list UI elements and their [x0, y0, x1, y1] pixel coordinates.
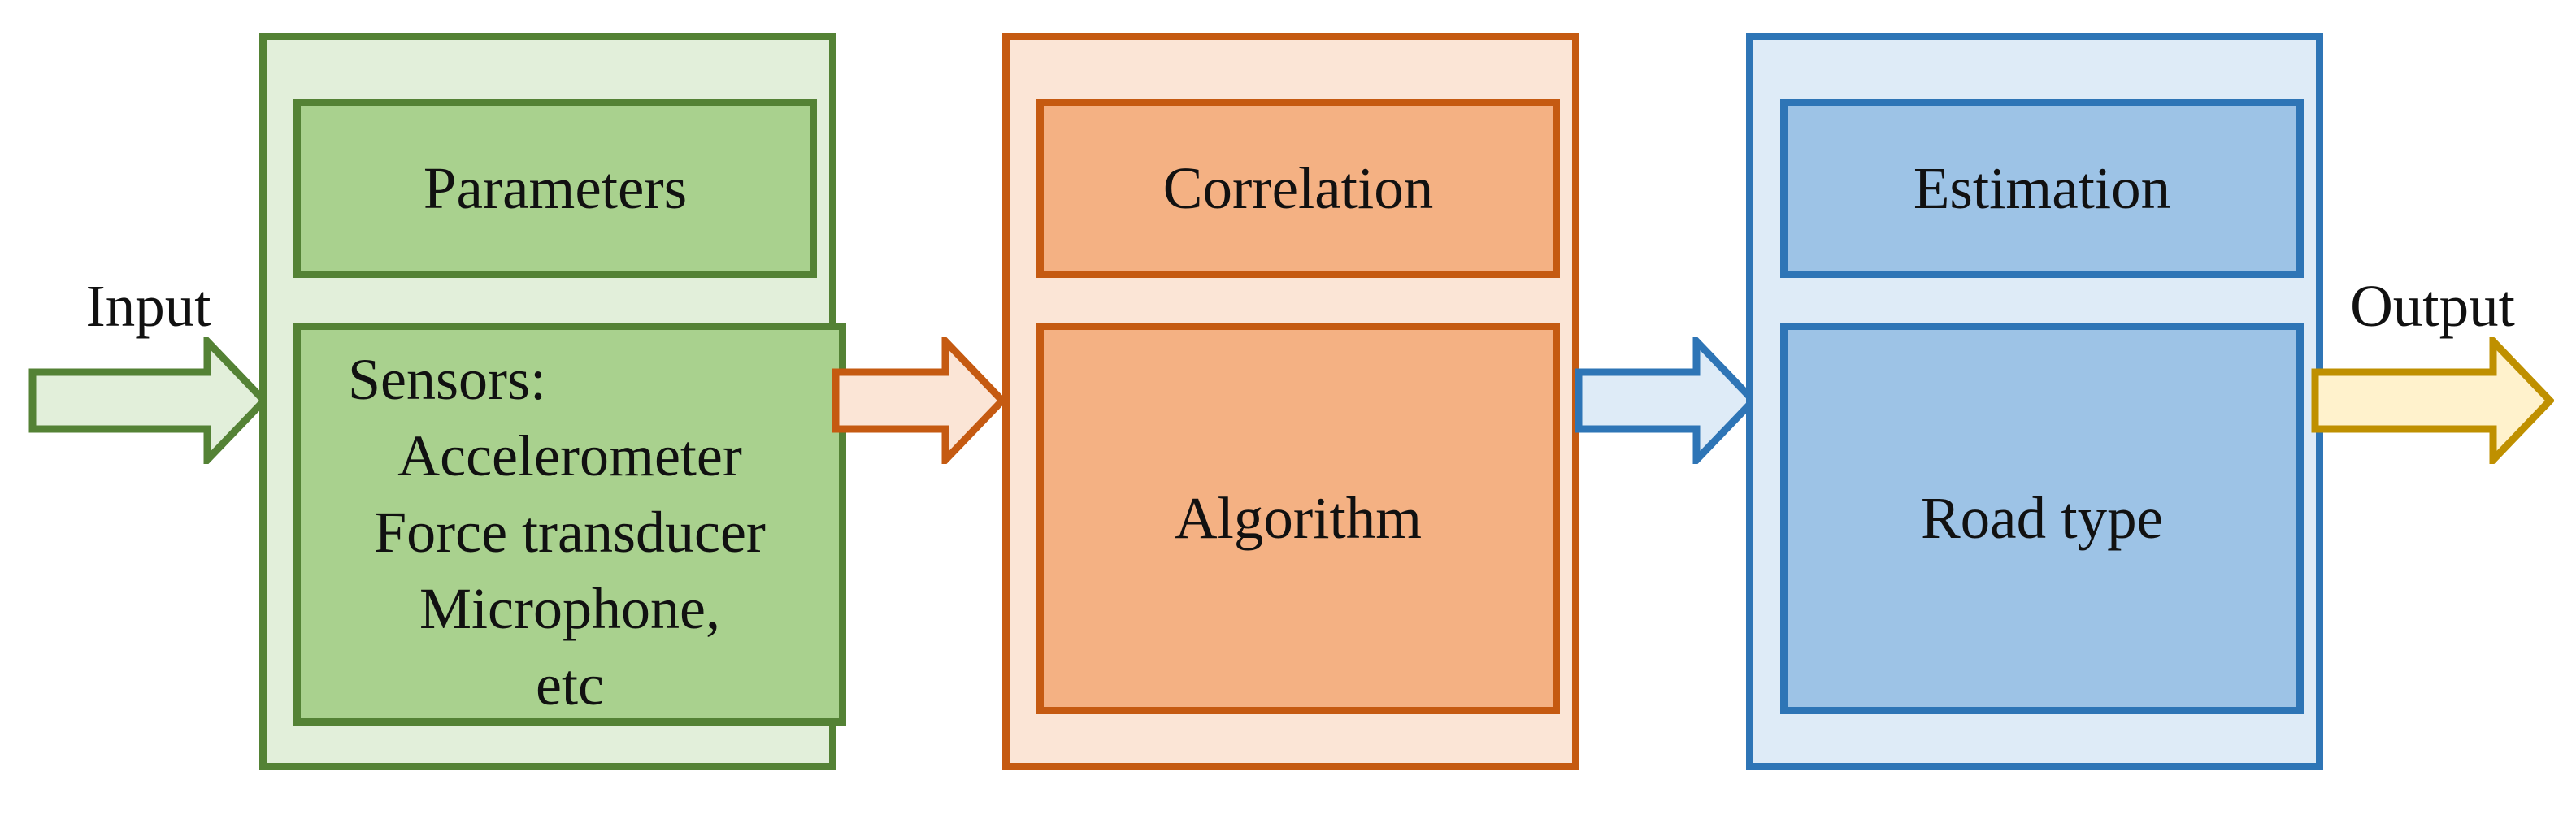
road-type-box: Road type	[1780, 323, 2304, 714]
input-arrow-icon	[28, 337, 268, 464]
block-processing: Correlation Algorithm	[1002, 33, 1579, 770]
correlation-label: Correlation	[1162, 154, 1434, 221]
estimation-label: Estimation	[1913, 154, 2171, 221]
output-arrow-icon	[2311, 337, 2554, 464]
sensors-line: Accelerometer	[397, 423, 742, 488]
input-label: Input	[85, 273, 211, 339]
parameters-label: Parameters	[423, 154, 688, 221]
block-sensing: Parameters Sensors: Accelerometer Force …	[259, 33, 846, 770]
correlation-box: Correlation	[1036, 99, 1560, 278]
road-type-label: Road type	[1920, 484, 2164, 551]
sensors-line: Sensors:	[348, 347, 547, 412]
sensors-box: Sensors: Accelerometer Force transducer …	[293, 323, 846, 726]
stage2-to-stage3-arrow-icon	[1575, 337, 1757, 464]
output-label: Output	[2350, 273, 2515, 339]
sensors-line: Force transducer	[374, 500, 766, 565]
sensors-line: Microphone,	[419, 576, 720, 641]
stage1-to-stage2-arrow-icon	[832, 337, 1006, 464]
estimation-box: Estimation	[1780, 99, 2304, 278]
algorithm-label: Algorithm	[1174, 484, 1423, 551]
algorithm-box: Algorithm	[1036, 323, 1560, 714]
parameters-box: Parameters	[293, 99, 817, 278]
sensors-line: etc	[536, 652, 604, 717]
block-estimation: Estimation Road type	[1746, 33, 2323, 770]
